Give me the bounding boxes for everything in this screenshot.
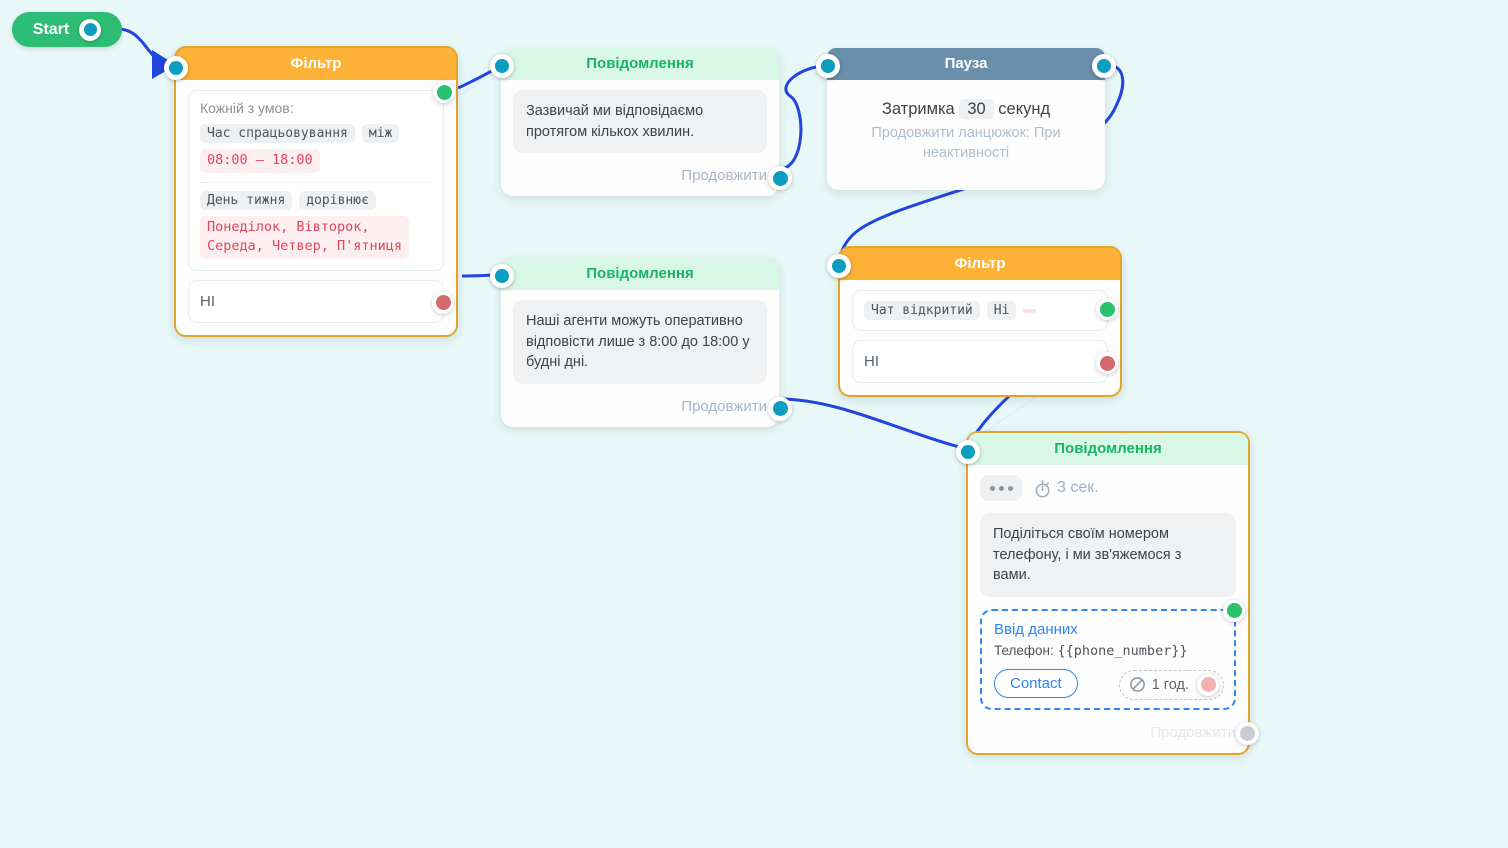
- filter2-rule-1-value-placeholder: [1023, 308, 1037, 313]
- message3-delay-label: 3 сек.: [1057, 479, 1099, 496]
- data-input-timeout-port[interactable]: [1197, 673, 1219, 696]
- filter1-condition-title: Кожній з умов:: [200, 100, 294, 116]
- filter1-rule-2-operator: дорівнює: [299, 190, 376, 210]
- message2-continue-label: Продовжити: [681, 397, 767, 415]
- pause-input-port[interactable]: [816, 54, 840, 78]
- filter1-else-label: HI: [200, 292, 215, 310]
- filter1-rule-1-header: Час спрацьовування між: [200, 124, 432, 143]
- typing-dots-icon: [980, 475, 1022, 501]
- data-input-field-variable: {{phone_number}}: [1057, 642, 1188, 659]
- filter1-rule-divider: [200, 181, 432, 183]
- node-filter-2[interactable]: Фільтр Чат відкритий Ні HI: [827, 246, 1122, 397]
- data-input-timeout-badge[interactable]: 1 год.: [1118, 669, 1224, 700]
- message3-typing-row: 3 сек.: [980, 475, 1236, 501]
- no-entry-icon: [1129, 677, 1145, 693]
- filter1-rule-2-value-row: Понеділок, Вівторок, Середа, Четвер, П'я…: [200, 215, 432, 259]
- filter2-rule-1-header: Чат відкритий Ні: [864, 301, 1096, 320]
- filter2-title: Фільтр: [840, 248, 1120, 280]
- filter1-rule-2-value: Понеділок, Вівторок, Середа, Четвер, П'я…: [200, 215, 410, 259]
- message2-input-port[interactable]: [490, 264, 514, 288]
- message3-text: Поділіться своїм номером телефону, і ми …: [980, 513, 1236, 597]
- circle-port-icon[interactable]: [79, 18, 102, 41]
- message3-input-port[interactable]: [956, 440, 980, 464]
- message3-title: Повідомлення: [968, 433, 1248, 465]
- data-input-timeout-label: 1 год.: [1151, 676, 1189, 693]
- filter2-condition-card[interactable]: Чат відкритий Ні: [852, 290, 1118, 331]
- filter1-input-port[interactable]: [164, 56, 188, 80]
- start-node[interactable]: Start: [12, 12, 122, 47]
- filter1-rule-2-field: День тижня: [200, 190, 293, 210]
- data-input-title: Ввід данних: [994, 620, 1078, 638]
- message1-continue-label: Продовжити: [681, 167, 767, 185]
- filter1-true-output-port[interactable]: [433, 81, 455, 103]
- data-input-field-row: Телефон: {{phone_number}}: [994, 643, 1222, 659]
- filter1-rule-1-value-row: 08:00 — 18:00: [200, 149, 432, 173]
- node-filter-1[interactable]: Фільтр Кожній з умов: Час спрацьовування…: [164, 46, 458, 337]
- filter1-rule-1-operator: між: [361, 124, 400, 143]
- node-message-1[interactable]: Повідомлення Зазвичай ми відповідаємо пр…: [490, 48, 792, 197]
- filter1-condition-card[interactable]: Кожній з умов: Час спрацьовування між 08…: [188, 81, 455, 271]
- contact-button[interactable]: Contact: [994, 668, 1078, 698]
- message2-text: Наші агенти можуть оперативно відповісти…: [513, 300, 767, 384]
- stopwatch-icon: [1035, 479, 1050, 497]
- message2-continue-row[interactable]: Продовжити: [513, 398, 767, 415]
- message1-text: Зазвичай ми відповідаємо протягом кілько…: [513, 90, 767, 154]
- filter2-false-output-port[interactable]: [1096, 352, 1118, 374]
- filter1-else-card[interactable]: HI: [188, 279, 454, 323]
- filter1-rule-1-value: 08:00 — 18:00: [200, 149, 320, 173]
- filter2-else-label: HI: [864, 353, 879, 370]
- filter2-input-port[interactable]: [827, 254, 851, 278]
- pause-subtitle: Продовжити ланцюжок: При неактивності: [871, 125, 1061, 162]
- message3-delay[interactable]: 3 сек.: [1034, 479, 1099, 498]
- message3-output-port[interactable]: [1236, 721, 1259, 745]
- message2-title: Повідомлення: [501, 258, 779, 290]
- edge-start-to-filter1: [117, 27, 161, 64]
- start-label: Start: [32, 20, 70, 38]
- filter2-true-output-port[interactable]: [1096, 298, 1118, 320]
- pause-output-port[interactable]: [1092, 54, 1116, 78]
- node-message-2[interactable]: Повідомлення Наші агенти можуть оператив…: [490, 258, 792, 427]
- pause-delay-row: Затримка 30 секунд: [841, 99, 1091, 119]
- node-pause[interactable]: Пауза Затримка 30 секунд Продовжити ланц…: [816, 48, 1116, 190]
- pause-title: Пауза: [827, 48, 1105, 80]
- filter1-rule-2-header: День тижня дорівнює: [200, 190, 432, 210]
- edge-message1-to-pause: [778, 64, 828, 171]
- edge-message2-to-message3: [778, 397, 968, 451]
- filter1-title: Фільтр: [176, 48, 456, 80]
- data-input-field-label: Телефон:: [994, 642, 1054, 658]
- message2-output-port[interactable]: [768, 396, 792, 421]
- message1-title: Повідомлення: [501, 48, 779, 80]
- pause-suffix: секунд: [998, 100, 1051, 118]
- message3-data-input-card[interactable]: Ввід данних Телефон: {{phone_number}} Co…: [980, 599, 1245, 710]
- pause-prefix: Затримка: [881, 100, 955, 118]
- message1-input-port[interactable]: [490, 54, 514, 78]
- pause-value[interactable]: 30: [959, 99, 994, 119]
- filter1-false-output-port[interactable]: [432, 291, 454, 314]
- data-input-true-port[interactable]: [1223, 599, 1245, 622]
- filter2-rule-1-operator: Ні: [986, 301, 1017, 320]
- message3-continue-label: Продовжити: [1150, 723, 1236, 741]
- filter2-rule-1-field: Чат відкритий: [864, 301, 980, 320]
- filter1-rule-1-field: Час спрацьовування: [200, 124, 355, 143]
- message1-output-port[interactable]: [768, 166, 792, 191]
- filter2-else-card[interactable]: HI: [852, 340, 1118, 383]
- message1-continue-row[interactable]: Продовжити: [513, 167, 767, 184]
- message3-continue-row[interactable]: Продовжити: [980, 724, 1236, 741]
- node-message-3[interactable]: Повідомлення 3 сек. Поділіться своїм ном…: [956, 431, 1259, 755]
